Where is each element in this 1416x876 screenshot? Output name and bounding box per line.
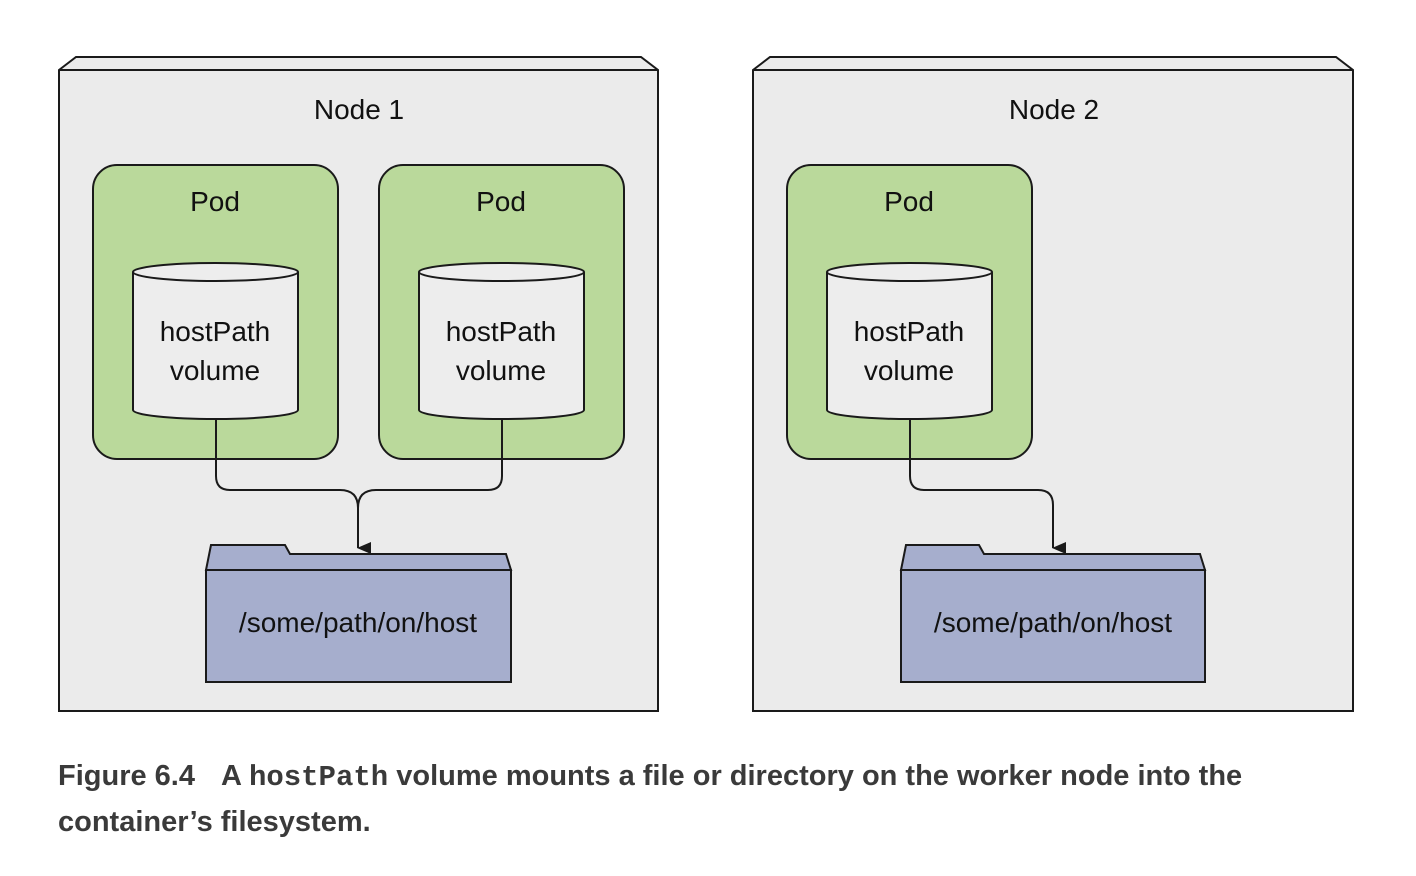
pod-title: Pod <box>476 186 526 217</box>
mount-connector <box>357 420 503 509</box>
pod-title: Pod <box>190 186 240 217</box>
figure-caption: Figure 6.4 A hostPath volume mounts a fil… <box>58 754 1368 845</box>
node-1: Node 1 Pod hostPath volume Pod hostPath … <box>58 56 659 712</box>
figure-label: Figure 6.4 <box>58 760 195 792</box>
mount-connector <box>909 420 1066 554</box>
volume-label-line1: hostPath <box>854 316 965 347</box>
hostpath-volume-cylinder: hostPath volume <box>132 262 299 421</box>
pod: Pod hostPath volume <box>786 164 1033 460</box>
volume-label-line2: volume <box>456 355 546 386</box>
host-folder-icon: /some/path/on/host <box>204 544 513 683</box>
volume-label-line2: volume <box>170 355 260 386</box>
host-folder-icon: /some/path/on/host <box>899 544 1207 683</box>
hostpath-volume-cylinder: hostPath volume <box>826 262 993 421</box>
caption-text-before: A <box>221 760 249 792</box>
mount-connector <box>215 420 371 554</box>
caption-code: hostPath <box>248 761 389 794</box>
caption-text-after: volume mounts a file or directory on the… <box>58 760 1243 838</box>
node-1-title: Node 1 <box>314 94 404 125</box>
node-2: Node 2 Pod hostPath volume /some/path/on… <box>752 56 1354 712</box>
hostpath-diagram: Node 1 Pod hostPath volume Pod hostPath … <box>58 56 1354 712</box>
volume-label-line1: hostPath <box>160 316 271 347</box>
pod-title: Pod <box>884 186 934 217</box>
volume-label-line2: volume <box>864 355 954 386</box>
hostpath-volume-cylinder: hostPath volume <box>418 262 585 421</box>
pod: Pod hostPath volume <box>378 164 625 460</box>
host-path-label: /some/path/on/host <box>239 607 477 638</box>
volume-label-line1: hostPath <box>446 316 557 347</box>
host-path-label: /some/path/on/host <box>934 607 1172 638</box>
node-2-title: Node 2 <box>1009 94 1099 125</box>
pod: Pod hostPath volume <box>92 164 339 460</box>
